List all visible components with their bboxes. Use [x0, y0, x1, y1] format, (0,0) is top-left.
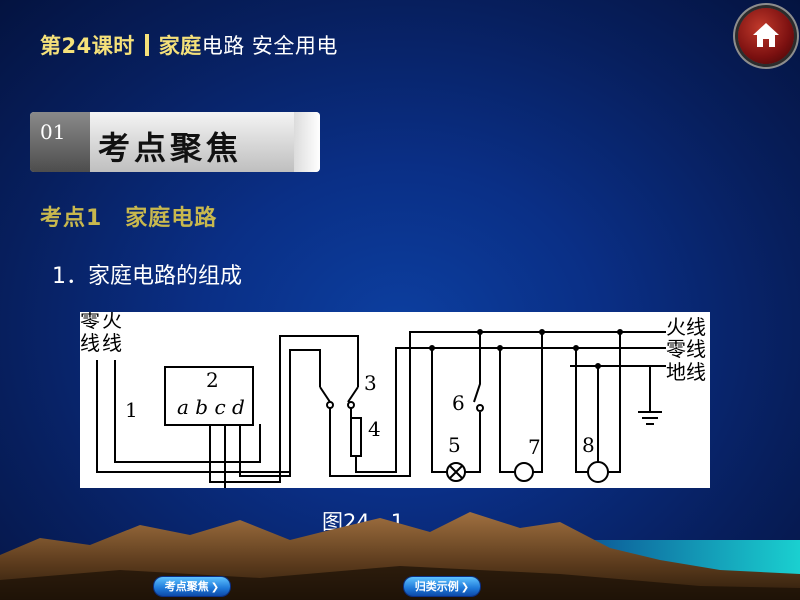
- lamp-neutral: [431, 348, 448, 473]
- label-7: 7: [528, 435, 541, 459]
- topic-highlight: 家庭: [158, 34, 202, 58]
- section-title: 考点1 家庭电路: [40, 206, 218, 231]
- label-neutral-bottom: 线: [80, 331, 100, 355]
- label-8: 8: [582, 433, 595, 457]
- label-3: 3: [364, 371, 377, 395]
- socket-8-live: [608, 332, 621, 473]
- chevron-right-icon: ❯: [460, 582, 470, 593]
- live-wire-left: [114, 360, 261, 463]
- nav-guilei-button[interactable]: 归类示例❯: [404, 577, 480, 596]
- lamp-cross: [449, 465, 463, 479]
- item-title: 1．家庭电路的组成: [52, 264, 242, 289]
- banner-number-tab: [30, 112, 90, 172]
- header-divider: [144, 34, 149, 56]
- chevron-right-icon: ❯: [210, 582, 220, 593]
- banner-page-curl: [294, 112, 320, 172]
- home-icon: [753, 23, 779, 47]
- fuse: [350, 417, 362, 457]
- live-top-bus: [329, 331, 650, 477]
- label-6: 6: [452, 391, 465, 415]
- label-4: 4: [368, 417, 381, 441]
- socket-7-live: [532, 332, 543, 473]
- socket-8: [587, 461, 609, 483]
- socket-7-neutral: [499, 348, 516, 473]
- label-2: 2: [206, 368, 219, 392]
- banner-title: 考点聚焦: [98, 129, 243, 167]
- label-live-top: 火: [102, 312, 122, 332]
- section-banner: 01 考点聚焦: [30, 112, 320, 172]
- circuit-figure: 零 线 火 线 火线 零线 地线 1 2 3 4 5 6 7 8 a b c d: [80, 308, 710, 488]
- lesson-label: 第24课时: [40, 34, 135, 58]
- socket-7: [514, 462, 534, 482]
- label-1: 1: [125, 398, 138, 422]
- label-abcd: a b c d: [177, 395, 245, 419]
- label-neutral-top: 零: [80, 312, 100, 332]
- home-button[interactable]: [738, 8, 794, 64]
- label-5: 5: [448, 433, 461, 457]
- topic-rest: 电路 安全用电: [201, 34, 338, 58]
- lamp-live: [465, 412, 481, 473]
- socket-8-neutral: [575, 348, 588, 473]
- page-header: 第24课时家庭电路 安全用电: [40, 30, 338, 60]
- live-main: [209, 335, 359, 483]
- nav-kaodian-label: 考点聚焦: [164, 580, 209, 593]
- label-right-live: 火线: [666, 315, 706, 339]
- earth-symbol: [638, 411, 662, 425]
- label-live-bottom: 线: [102, 331, 122, 355]
- nav-kaodian-button[interactable]: 考点聚焦❯: [154, 577, 230, 596]
- switch-blade-a: [319, 386, 331, 403]
- switch-contact-a: [326, 401, 334, 409]
- live-branch: [239, 349, 321, 477]
- switch-contact-b: [347, 401, 355, 409]
- nav-guilei-label: 归类示例: [414, 580, 459, 593]
- label-right-neutral: 零线: [666, 337, 706, 361]
- mountain-decoration: [0, 512, 800, 600]
- switch-blade-b: [347, 386, 359, 403]
- label-right-ground: 地线: [666, 360, 706, 384]
- banner-number: 01: [40, 120, 66, 144]
- bus-ends: [650, 331, 666, 367]
- switch-6-blade: [473, 332, 481, 403]
- switch-6-contact: [476, 404, 484, 412]
- circuit-diagram: 零 线 火 线 火线 零线 地线 1 2 3 4 5 6 7 8 a b c d: [80, 308, 706, 488]
